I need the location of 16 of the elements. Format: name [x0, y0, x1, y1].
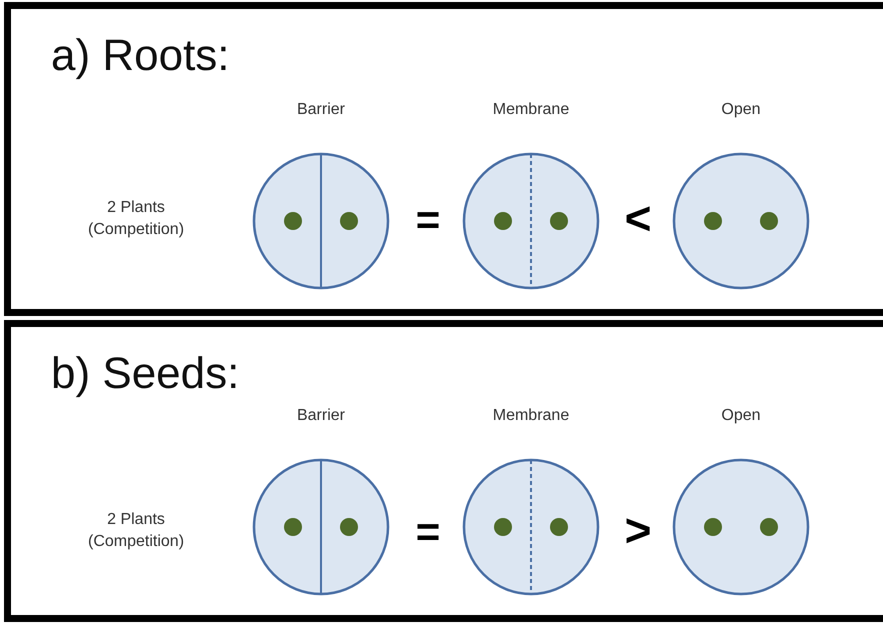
comparison-sign: = — [414, 511, 442, 553]
circle-label: Barrier — [296, 406, 346, 426]
circle-label: Membrane — [492, 406, 570, 426]
comparison-sign: = — [414, 199, 442, 241]
panel-heading: a) Roots: — [51, 31, 230, 81]
circle-label: Barrier — [296, 100, 346, 120]
circle-label: Open — [720, 100, 762, 120]
panel — [4, 2, 883, 316]
plant-count-label: 2 Plants (Competition) — [86, 510, 186, 552]
comparison-sign: < — [624, 195, 652, 241]
panel-heading: b) Seeds: — [51, 349, 240, 399]
circle-label: Membrane — [492, 100, 570, 120]
plant-count-label: 2 Plants (Competition) — [86, 198, 186, 240]
comparison-sign: > — [624, 507, 652, 553]
circle-label: Open — [720, 406, 762, 426]
panel — [4, 320, 883, 622]
